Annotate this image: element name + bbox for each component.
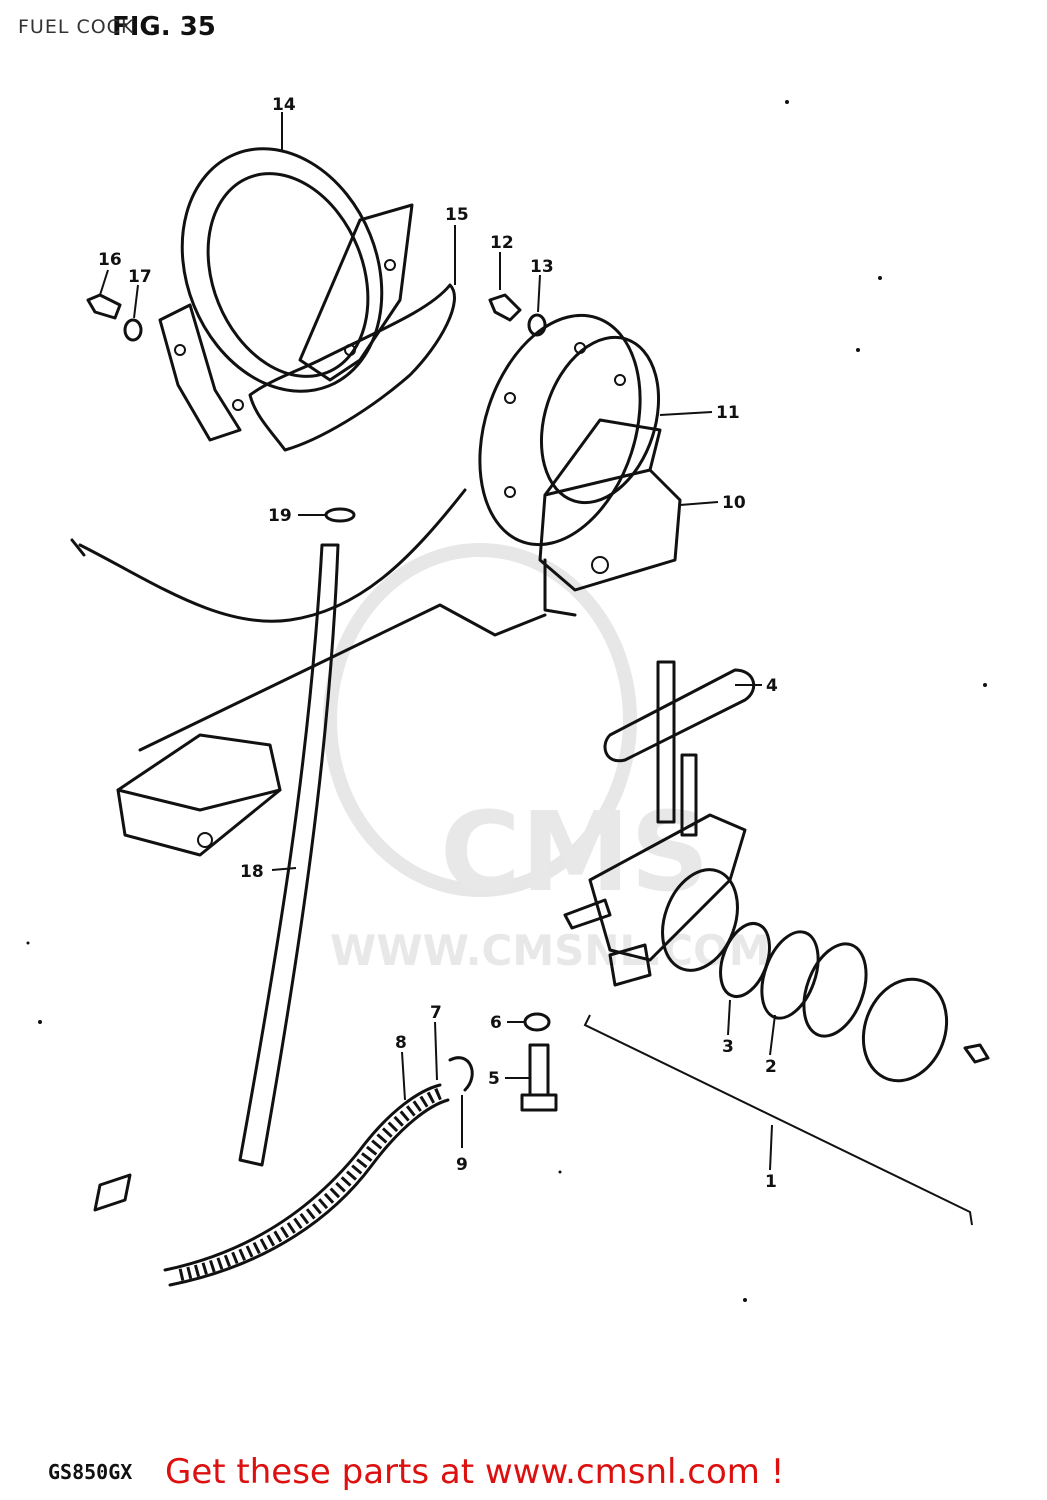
sender-wire [78, 488, 467, 623]
watermark-url: WWW.CMSNL.COM [330, 926, 771, 975]
cms-watermark: CMS WWW.CMSNL.COM [323, 543, 771, 975]
cover-gasket [861, 977, 949, 1083]
lever-cover [802, 942, 868, 1038]
callout-12: 12 [490, 233, 514, 253]
page-title: FUEL COCK [18, 16, 135, 38]
part-6-washer [523, 1012, 551, 1032]
float [116, 733, 282, 857]
callout-7: 7 [430, 1003, 442, 1023]
scan-specks [26, 100, 987, 1302]
callout-15: 15 [445, 205, 469, 225]
figure-label: FIG. 35 [112, 12, 216, 42]
callout-1: 1 [765, 1172, 777, 1192]
watermark-brand: CMS [440, 788, 709, 916]
part-12-13-bolt [488, 293, 547, 337]
callout-labels: 14 15 16 17 12 13 11 10 4 19 18 7 8 9 5 … [98, 95, 778, 1192]
part-11-gasket [478, 313, 661, 547]
float-arm [138, 603, 547, 752]
callout-13: 13 [530, 257, 554, 277]
callout-3: 3 [722, 1037, 734, 1057]
callout-4: 4 [766, 676, 778, 696]
leader-lines [99, 112, 776, 1171]
callout-18: 18 [240, 862, 264, 882]
part-15-seal [248, 283, 456, 452]
part-19-clip [324, 507, 356, 523]
callout-17: 17 [128, 267, 152, 287]
part-14-shield [158, 147, 414, 442]
part-4-oring [603, 668, 756, 763]
promo-link[interactable]: Get these parts at www.cmsnl.com ! [165, 1452, 785, 1492]
part-1-bracket [583, 1014, 973, 1226]
callout-5: 5 [488, 1069, 500, 1089]
part-9-clamp [448, 1056, 474, 1092]
callout-8: 8 [395, 1033, 407, 1053]
part-16-17-bolt [86, 293, 143, 342]
callout-2: 2 [765, 1057, 777, 1077]
callout-14: 14 [272, 95, 296, 115]
callout-16: 16 [98, 250, 122, 270]
callout-11: 11 [716, 403, 740, 423]
part-18-hose [238, 543, 340, 1167]
model-code: GS850GX [48, 1460, 133, 1484]
callout-9: 9 [456, 1155, 468, 1175]
front-arrow-icon [93, 1173, 132, 1212]
fuel-cock-body [563, 660, 747, 987]
callout-19: 19 [268, 506, 292, 526]
callout-10: 10 [722, 493, 746, 513]
callout-6: 6 [490, 1013, 502, 1033]
cover-screw [963, 1043, 990, 1064]
part-8-fuel-hose [163, 1083, 450, 1287]
part-10-sender [538, 418, 682, 617]
